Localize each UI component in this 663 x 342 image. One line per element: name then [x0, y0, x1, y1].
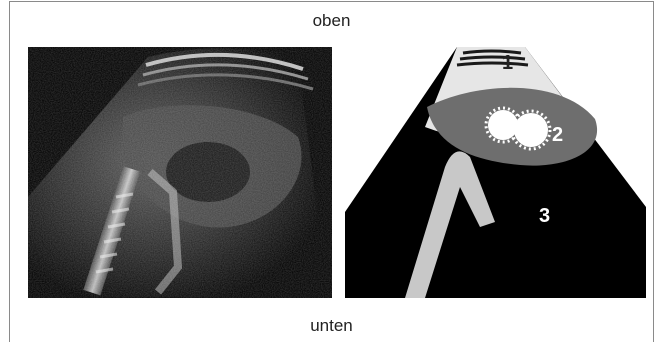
schematic-diagram: 1 2 3	[345, 47, 646, 298]
marker-3: 3	[539, 205, 550, 227]
marker-1: 1	[502, 52, 513, 74]
orientation-label-top: oben	[0, 11, 663, 31]
orientation-label-bottom: unten	[0, 316, 663, 336]
ultrasound-image	[28, 47, 332, 298]
marker-2: 2	[552, 124, 563, 146]
